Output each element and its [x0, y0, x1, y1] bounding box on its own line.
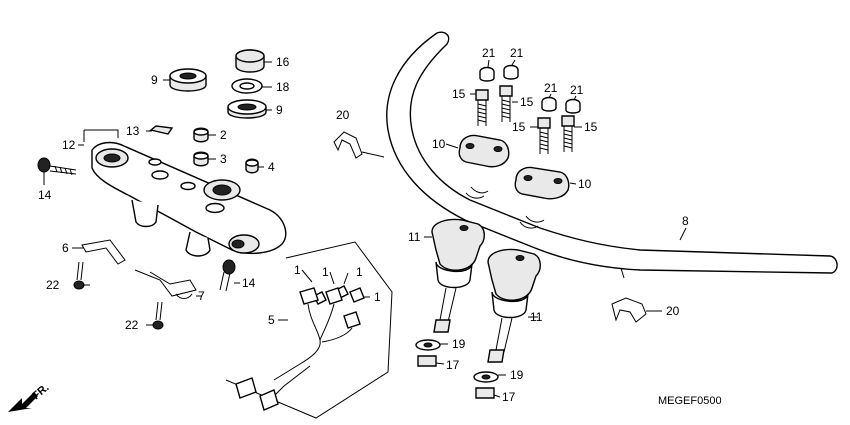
callout-10-left: 10: [432, 137, 446, 151]
callout-18: 18: [276, 80, 290, 94]
callout-19-left: 19: [452, 337, 466, 351]
wire-harness: [225, 241, 393, 419]
callout-22-left: 22: [46, 278, 60, 292]
callout-11-left: 11: [408, 230, 421, 244]
upper-holder-right: [514, 166, 570, 200]
grommets: [149, 125, 259, 174]
callout-17-right: 17: [502, 390, 516, 404]
bolts-14: [37, 157, 236, 292]
holder-bolts: [475, 64, 581, 154]
callout-16: 16: [276, 55, 290, 69]
diagram-code: MEGEF0500: [658, 395, 722, 407]
callout-9-lower: 9: [276, 103, 283, 117]
callout-1-b: 1: [322, 265, 329, 279]
callouts: 16 18 9 9 13 12 2 3 4 14 6 22 22 7 14 5 …: [38, 46, 689, 404]
leader-lines: [43, 59, 687, 398]
callout-11-right: 11: [530, 310, 543, 324]
callout-15-a: 15: [452, 87, 466, 101]
callout-3: 3: [220, 152, 227, 166]
callout-6: 6: [62, 241, 69, 255]
callout-10-right: 10: [578, 177, 592, 191]
callout-20-lower: 20: [666, 304, 680, 318]
callout-14-left: 14: [38, 188, 52, 202]
wire-clips: [73, 239, 197, 330]
callout-15-b: 15: [520, 95, 534, 109]
callout-20-upper: 20: [336, 108, 350, 122]
clamp-20-upper: [333, 131, 385, 159]
callout-7: 7: [198, 289, 205, 303]
callout-21-a: 21: [482, 46, 496, 60]
steering-nut-stack: [169, 49, 267, 119]
callout-15-d: 15: [584, 120, 598, 134]
clamp-20-lower: [611, 297, 647, 323]
callout-8: 8: [682, 214, 689, 228]
callout-15-c: 15: [512, 120, 526, 134]
callout-1-a: 1: [294, 263, 301, 277]
callout-21-b: 21: [510, 46, 524, 60]
callout-21-c: 21: [544, 81, 558, 95]
lower-holder-right: [473, 248, 541, 399]
lower-holder-left: [415, 218, 485, 367]
callout-22-lower: 22: [125, 318, 139, 332]
top-bridge: [91, 141, 287, 257]
callout-17-left: 17: [446, 358, 460, 372]
callout-19-right: 19: [510, 368, 524, 382]
callout-2: 2: [220, 128, 227, 142]
callout-12: 12: [62, 138, 76, 152]
front-direction-arrow: FR.: [8, 382, 52, 412]
callout-5: 5: [268, 313, 275, 327]
callout-21-d: 21: [570, 83, 584, 97]
callout-1-c: 1: [356, 265, 363, 279]
handlebar: [386, 31, 838, 279]
callout-14-right: 14: [242, 276, 256, 290]
callout-9-upper: 9: [151, 73, 158, 87]
callout-1-d: 1: [374, 290, 381, 304]
callout-4: 4: [268, 160, 275, 174]
callout-13: 13: [126, 124, 140, 138]
upper-holder-left: [458, 134, 510, 168]
